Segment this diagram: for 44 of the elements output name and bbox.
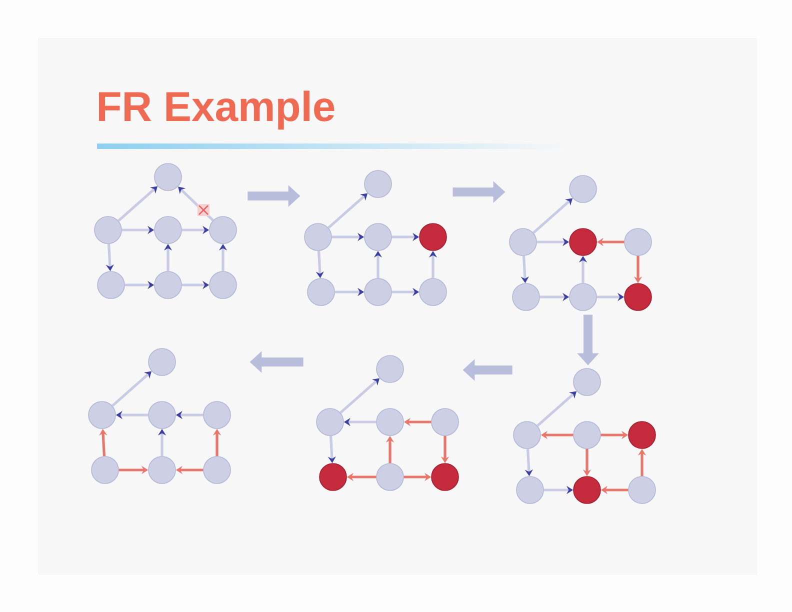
- graph-node: [624, 228, 652, 256]
- graph-node: [513, 421, 541, 449]
- graph-node: [569, 228, 597, 256]
- graph-node: [154, 163, 182, 191]
- graph-node: [516, 476, 544, 504]
- graph-node: [376, 408, 404, 436]
- arrow: [178, 186, 214, 222]
- graph-node: [569, 283, 597, 311]
- graph-node: [509, 228, 537, 256]
- graph-node: [419, 278, 447, 306]
- graph-node: [91, 456, 119, 484]
- graph-node: [209, 216, 237, 244]
- graph-node: [431, 408, 459, 436]
- graph-node: [364, 170, 392, 198]
- graph-node: [376, 355, 404, 383]
- graph-node: [148, 348, 176, 376]
- graph-node: [364, 223, 392, 251]
- graph-node: [304, 223, 332, 251]
- graph-node: [97, 271, 125, 299]
- graph-node: [573, 368, 601, 396]
- graph-node: [569, 175, 597, 203]
- graph-node: [88, 401, 116, 429]
- graph-node: [154, 271, 182, 299]
- graph-node: [376, 463, 404, 491]
- title: FR Example: [99, 90, 334, 130]
- graph-node: [419, 223, 447, 251]
- graph-node: [364, 278, 392, 306]
- graph-node: [203, 401, 231, 429]
- graph-node: [148, 456, 176, 484]
- graph-node: [431, 463, 459, 491]
- graph-node: [307, 278, 335, 306]
- graph-node: [148, 401, 176, 429]
- graph-node: [573, 476, 601, 504]
- graph-node: [203, 456, 231, 484]
- graph-node: [512, 283, 540, 311]
- graph-node: [94, 216, 122, 244]
- graph-node: [624, 283, 652, 311]
- graph-node: [154, 216, 182, 244]
- graph-node: [628, 421, 656, 449]
- graph-node: [319, 463, 347, 491]
- graph-node: [573, 421, 601, 449]
- graph-node: [316, 408, 344, 436]
- graph-node: [628, 476, 656, 504]
- graph-node: [209, 271, 237, 299]
